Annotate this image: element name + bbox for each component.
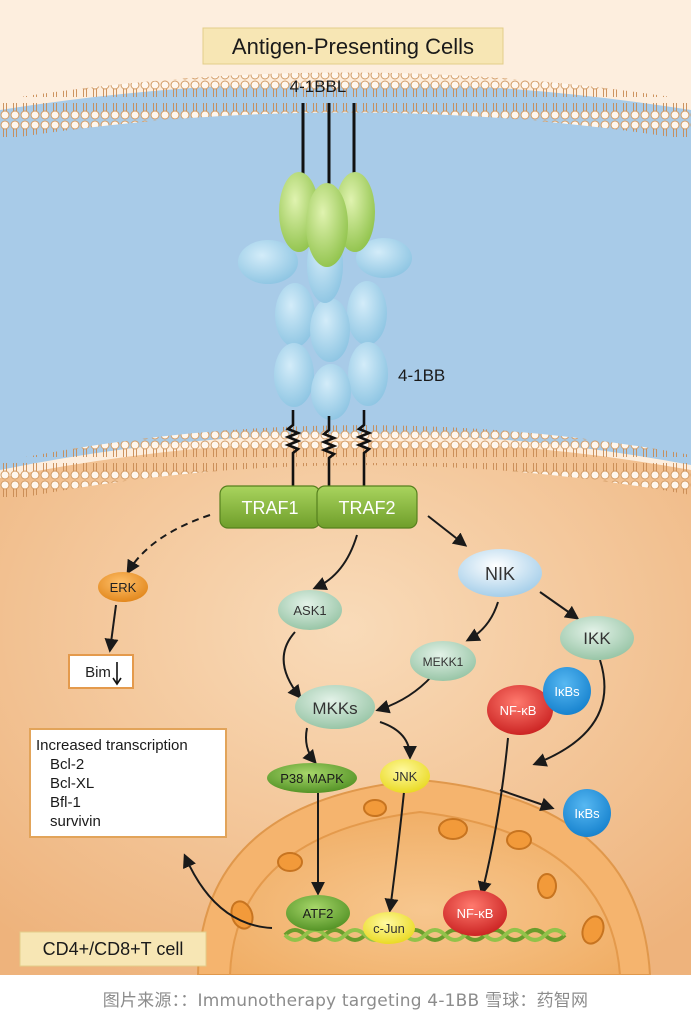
ask1-label: ASK1	[293, 603, 326, 618]
traf2-label: TRAF2	[338, 498, 395, 518]
signaling-pathway-figure: Antigen-Presenting Cells 4-1BBL 4-1BB TR…	[0, 0, 691, 975]
pathway-arrows	[104, 514, 606, 929]
apc-membrane	[0, 72, 691, 140]
receptor-4-1bb	[238, 227, 412, 420]
ikk-node: IKK	[560, 616, 634, 660]
nik-node: NIK	[458, 549, 542, 597]
title-box	[202, 27, 504, 65]
jnk-label: JNK	[393, 769, 418, 784]
traf1-label: TRAF1	[241, 498, 298, 518]
gene-item: survivin	[50, 813, 101, 830]
dna-strand	[283, 928, 567, 942]
p38-label: P38 MAPK	[280, 771, 344, 786]
ikbs-free-node: IκBs	[563, 789, 611, 837]
receptor-label: 4-1BB	[398, 366, 445, 385]
nfkb-nucleus-node: NF-κB	[443, 890, 507, 936]
gene-item: Bfl-1	[50, 794, 81, 811]
ask1-node: ASK1	[278, 590, 342, 630]
cell-label: CD4+/CD8+T cell	[43, 939, 184, 959]
ligand-label: 4-1BBL	[290, 77, 347, 96]
p38-mapk-node: P38 MAPK	[267, 763, 357, 793]
transcription-box: Increased transcription Bcl-2 Bcl-XL Bfl…	[29, 728, 227, 838]
nik-label: NIK	[485, 564, 515, 584]
ikbs-complex-label: IκBs	[554, 684, 580, 699]
traf1-box: TRAF1	[219, 485, 321, 529]
nfkb-complex-label: NF-κB	[500, 703, 537, 718]
erk-node: ERK	[98, 572, 148, 602]
atf2-node: ATF2	[286, 895, 350, 931]
cell-label-box: CD4+/CD8+T cell	[19, 931, 207, 967]
ikk-label: IKK	[583, 629, 611, 648]
atf2-label: ATF2	[303, 906, 334, 921]
gene-item: Bcl-2	[50, 756, 84, 773]
mekk1-node: MEKK1	[410, 641, 476, 681]
erk-label: ERK	[110, 580, 137, 595]
traf2-box: TRAF2	[316, 485, 418, 529]
ligand-trimer	[279, 172, 375, 267]
jnk-node: JNK	[380, 759, 430, 793]
title-text: Antigen-Presenting Cells	[232, 34, 474, 59]
c-jun-label: c-Jun	[373, 921, 405, 936]
transcription-heading: Increased transcription	[36, 737, 188, 754]
transmembrane-helices	[284, 410, 373, 492]
c-jun-node: c-Jun	[363, 912, 415, 944]
mkks-node: MKKs	[295, 685, 375, 729]
bim-box: Bim	[68, 654, 134, 689]
intercellular-cleft	[0, 82, 691, 470]
bim-label: Bim	[85, 664, 111, 681]
source-caption: 图片来源：：Immunotherapy targeting 4-1BB 雪球：药…	[102, 991, 589, 1011]
mkks-label: MKKs	[312, 699, 357, 718]
ligand-stalks	[301, 103, 356, 185]
mekk1-label: MEKK1	[423, 655, 464, 669]
t-cell-membrane	[0, 425, 691, 502]
ikbs-free-label: IκBs	[574, 806, 600, 821]
nfkb-nucleus-label: NF-κB	[457, 906, 494, 921]
nfkb-ikbs-complex: NF-κB IκBs	[487, 667, 591, 735]
gene-item: Bcl-XL	[50, 775, 94, 792]
